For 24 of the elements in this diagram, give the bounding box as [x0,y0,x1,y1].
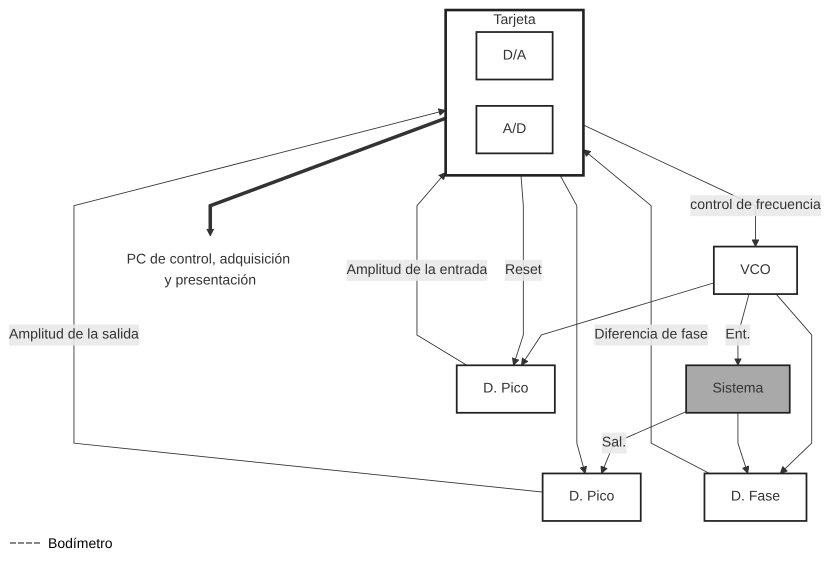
node-box: D. Fase [704,472,808,522]
arrow [206,116,446,236]
node-box: D. Pico [542,472,642,522]
edge-label: Ent. [725,326,751,342]
edge-label: control de frecuencia [690,197,821,212]
node-box: A/D [476,104,554,154]
arrow [560,174,588,474]
arrow [600,410,687,474]
edge-label: Sal. [602,434,626,450]
edge-label: Reset [505,262,542,277]
arrow [521,282,714,366]
node-box: VCO [713,245,798,294]
node-text: PC de control, adquisición y presentación [126,251,290,288]
edge-label: Amplitud de la entrada [346,262,488,277]
arrow [74,108,544,492]
edge-label: Diferencia de fase [594,326,708,342]
node-box: D. Pico [456,364,556,414]
node-box: Sistema [685,364,791,414]
arrow [776,293,812,474]
arrow [416,172,468,366]
arrow [738,412,750,474]
node-box: D/A [476,30,554,80]
legend-text: Bodímetro [48,535,113,551]
edge-label: Amplitud de la salida [9,326,139,342]
